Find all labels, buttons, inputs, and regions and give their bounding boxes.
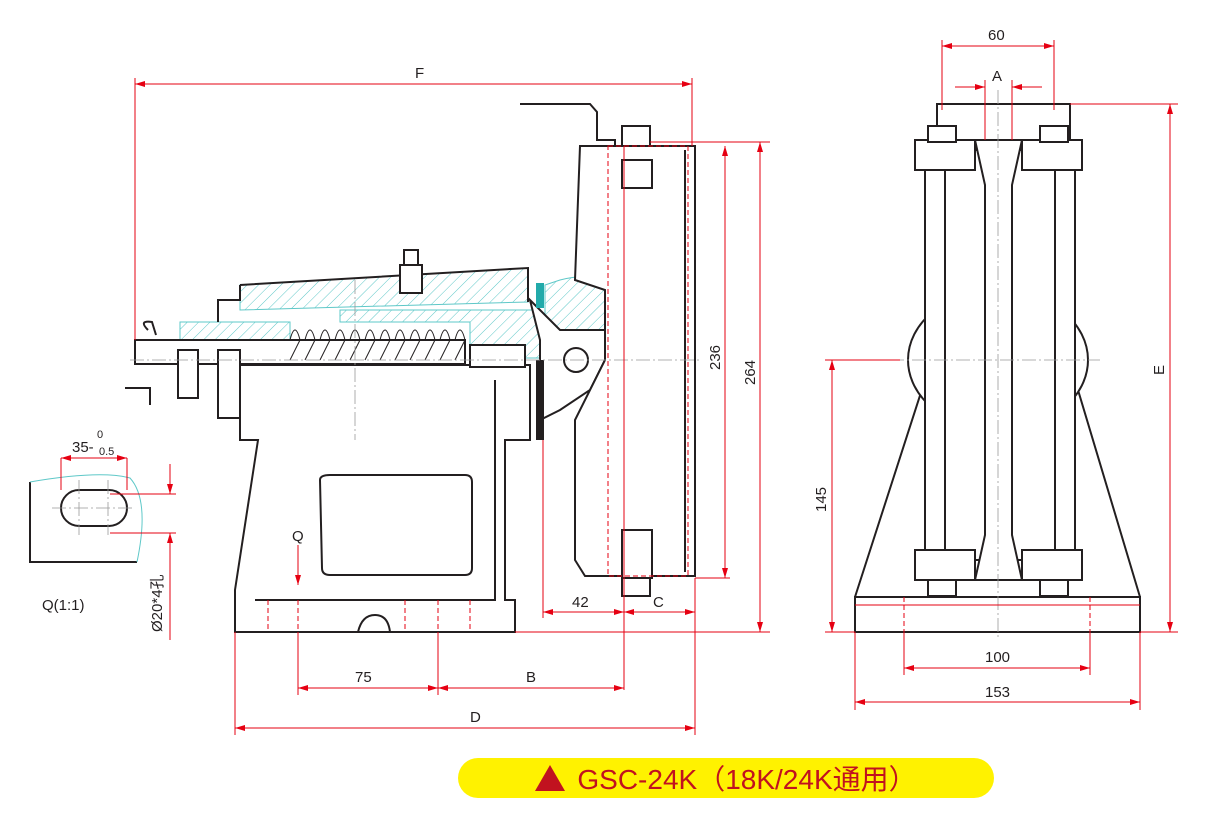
model-banner: GSC-24K（18K/24K通用） — [458, 758, 994, 798]
front-view — [854, 90, 1141, 640]
tolerance-lower: 0.5 — [99, 446, 114, 458]
dim-60: 60 — [988, 27, 1005, 44]
dim-100: 100 — [985, 649, 1010, 666]
hole-note: Ø20*4孔 — [149, 574, 166, 632]
dim-f: F — [415, 65, 424, 82]
detail-q-view: 35- 0 0.5 Q(1:1) Ø20*4孔 — [29, 429, 176, 640]
triangle-icon — [535, 765, 566, 791]
dimension-lines — [134, 40, 1178, 735]
dimension-labels: F 236 264 42 C 75 B D Q 60 A E 145 100 1… — [292, 27, 1168, 726]
dim-c: C — [653, 594, 664, 611]
view-q-label: Q — [292, 528, 304, 545]
dim-75: 75 — [355, 669, 372, 686]
detail-title: Q(1:1) — [42, 597, 85, 614]
dim-b: B — [526, 669, 536, 686]
tolerance-base: 35- — [72, 439, 94, 456]
dim-236: 236 — [707, 345, 724, 370]
dim-42: 42 — [572, 594, 589, 611]
dim-145: 145 — [813, 487, 830, 512]
dim-e: E — [1151, 365, 1168, 375]
dim-a: A — [992, 68, 1002, 85]
side-view — [125, 103, 700, 690]
dim-264: 264 — [742, 360, 759, 385]
tolerance-upper: 0 — [97, 429, 103, 441]
dim-d: D — [470, 709, 481, 726]
model-title: GSC-24K（18K/24K通用） — [577, 764, 917, 795]
dim-153: 153 — [985, 684, 1010, 701]
